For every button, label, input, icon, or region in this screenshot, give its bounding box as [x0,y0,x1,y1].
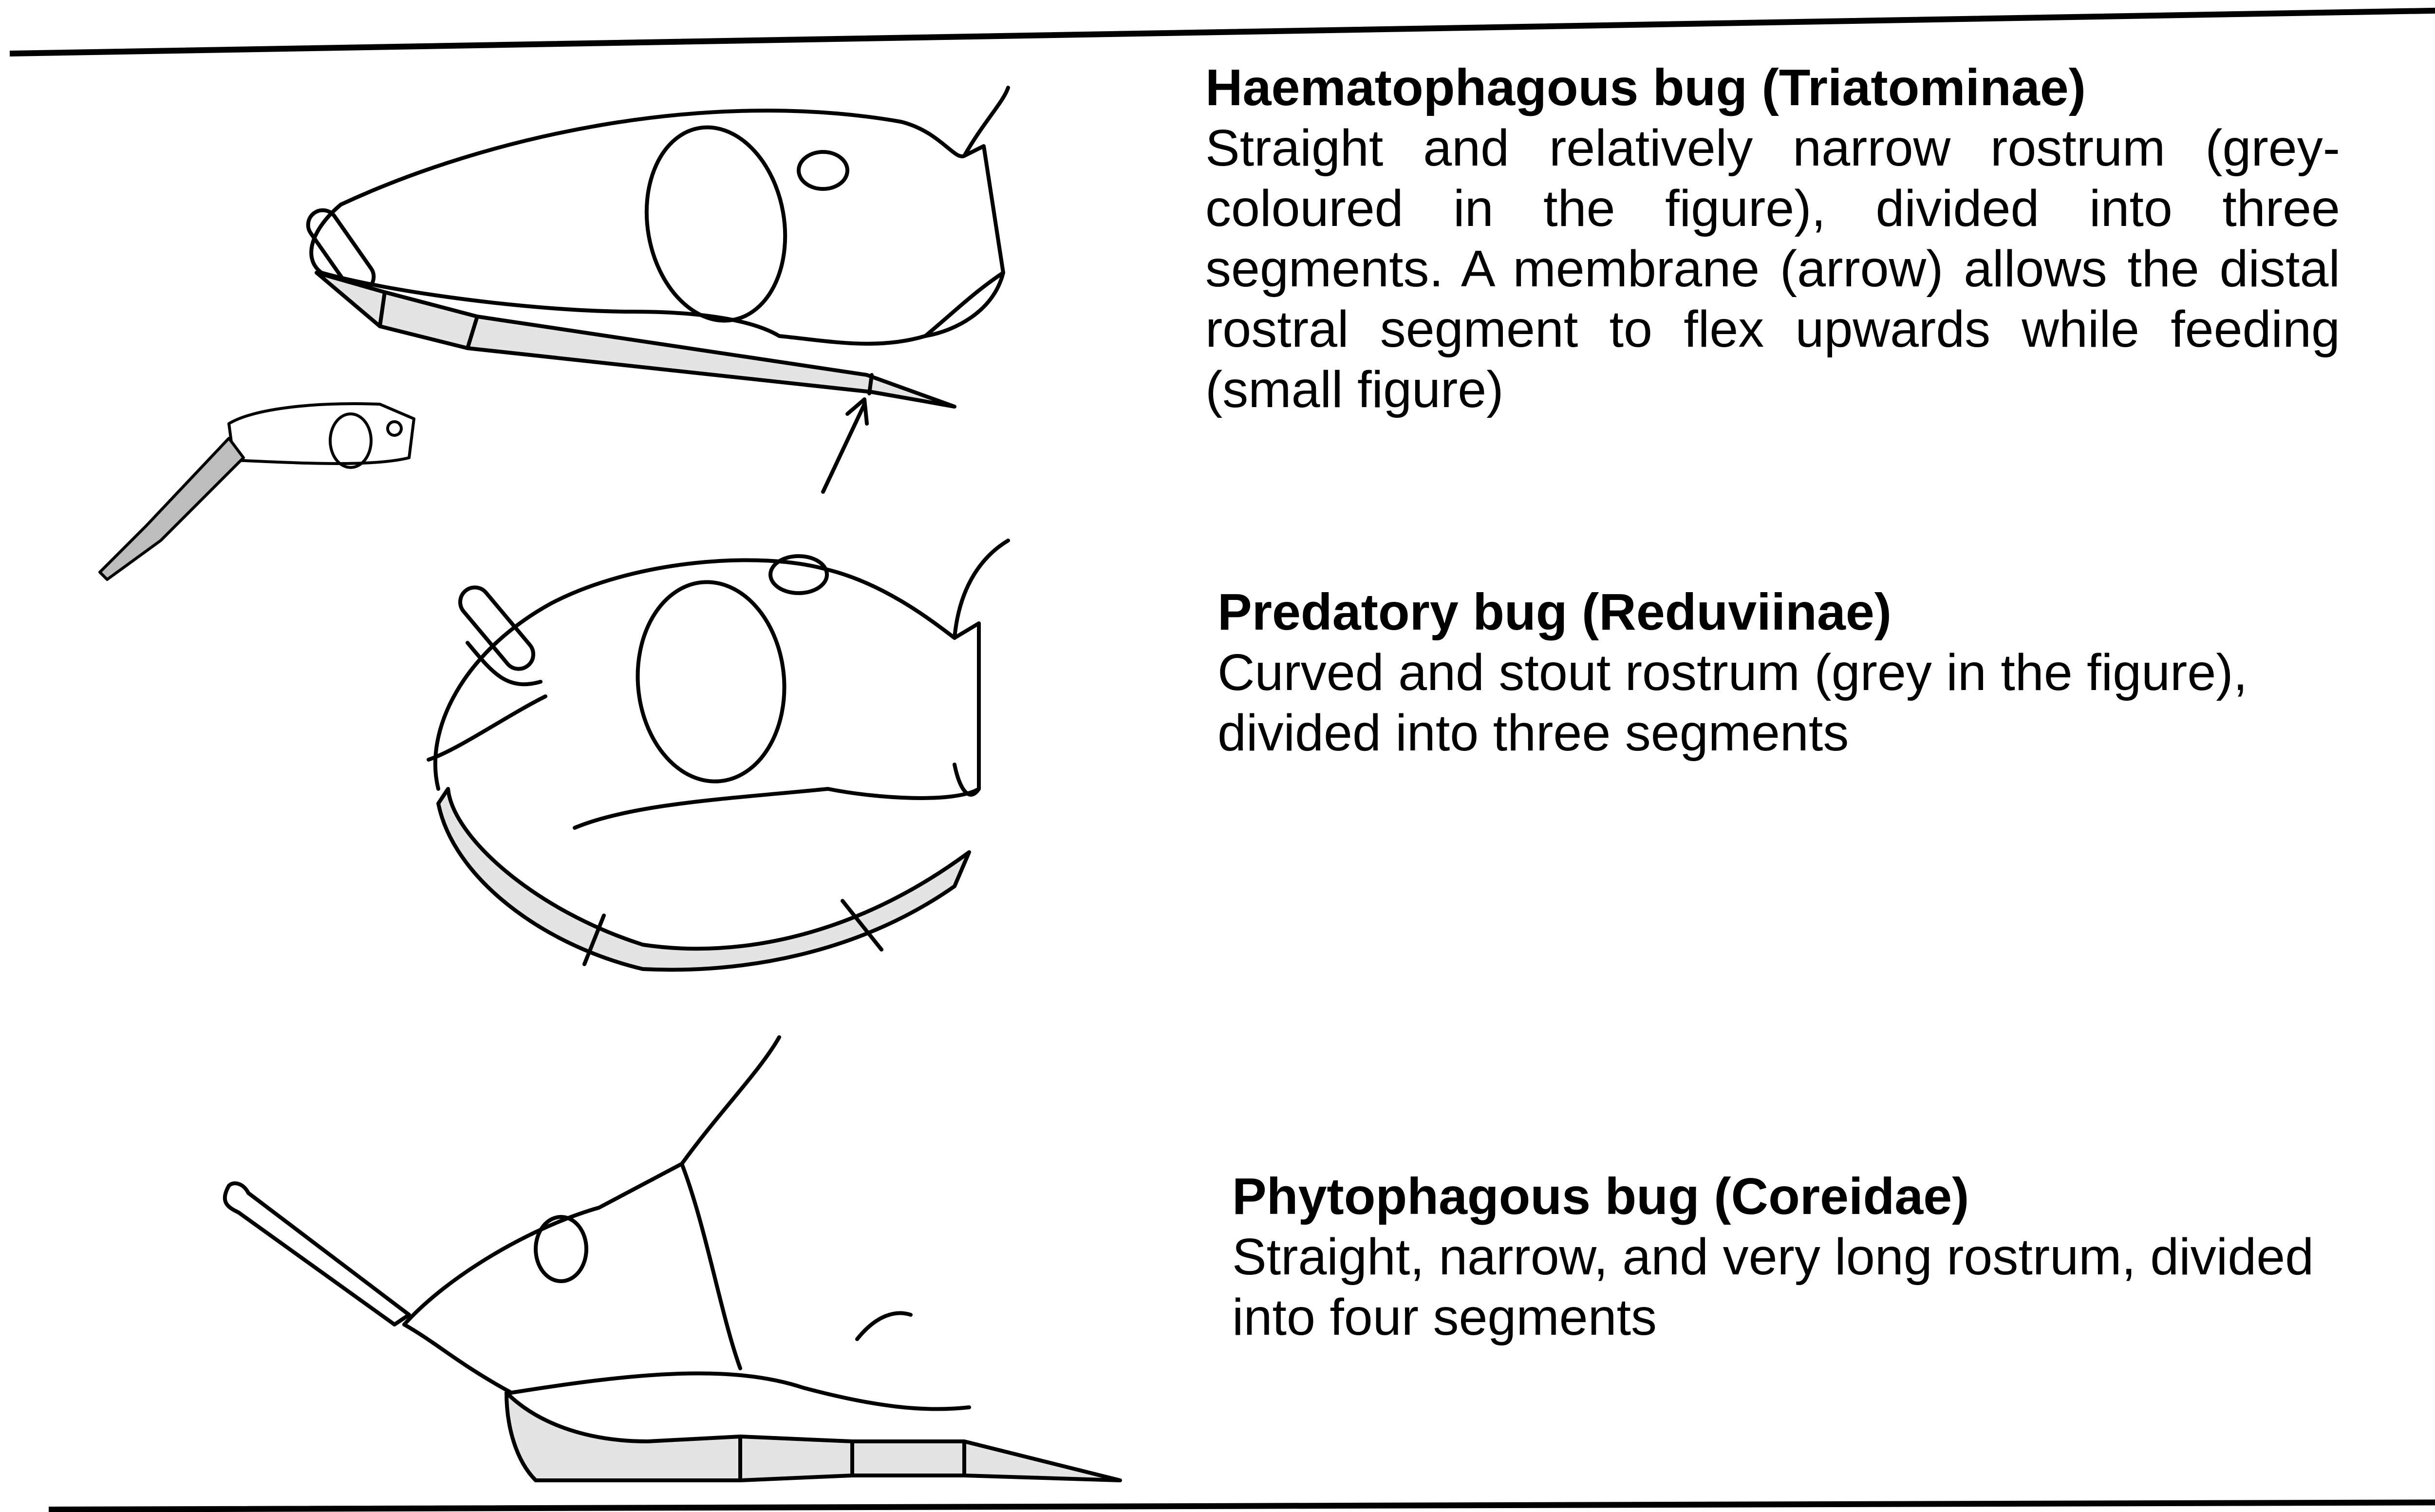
small-figure-eye [330,414,371,467]
reduviinae-rostrum [438,789,969,970]
coreidae-title: Phytophagous bug (Coreidae) [1232,1166,2352,1227]
triatominae-small-figure [100,404,414,579]
reduviinae-description: Curved and stout rostrum (grey in the fi… [1218,642,2338,763]
small-figure-ocellus [388,422,401,435]
membrane-arrow [823,404,864,492]
coreidae-compound-eye [536,1217,586,1281]
coreidae-thorax-outline [682,1037,779,1368]
coreidae-head-outline [404,1164,682,1325]
coreidae-description: Straight, narrow, and very long rostrum,… [1232,1227,2352,1347]
reduviinae-antenna-base [454,581,540,675]
coreidae-antenna [225,1183,409,1325]
small-figure-head [229,404,414,464]
reduviinae-title: Predatory bug (Reduviinae) [1218,582,2338,642]
coreidae-caption: Phytophagous bug (Coreidae) Straight, na… [1232,1166,2352,1347]
reduviinae-ocellus [770,556,827,593]
triatominae-ocellus [799,152,847,189]
triatominae-caption: Haematophagous bug (Triatominae) Straigh… [1205,57,2340,420]
coreidae-dorsal-mark [857,1313,911,1339]
reduviinae-neck-lines [955,541,1008,795]
triatominae-description: Straight and relatively narrow rostrum (… [1205,118,2340,420]
triatominae-membrane-line [869,375,872,393]
reduviinae-compound-eye [630,576,793,788]
small-figure-rostrum [100,438,244,579]
coreidae-rostrum [506,1393,1120,1480]
reduviinae-caption: Predatory bug (Reduviinae) Curved and st… [1218,582,2338,763]
coreidae-underside [404,1325,969,1409]
coreidae-illustration [225,1037,1120,1480]
reduviinae-head-outline [435,560,979,828]
triatominae-illustration [302,88,1008,492]
triatominae-title: Haematophagous bug (Triatominae) [1205,57,2340,118]
reduviinae-gena-lines [429,643,545,760]
reduviinae-illustration [429,541,1008,970]
triatominae-compound-eye [632,116,800,332]
